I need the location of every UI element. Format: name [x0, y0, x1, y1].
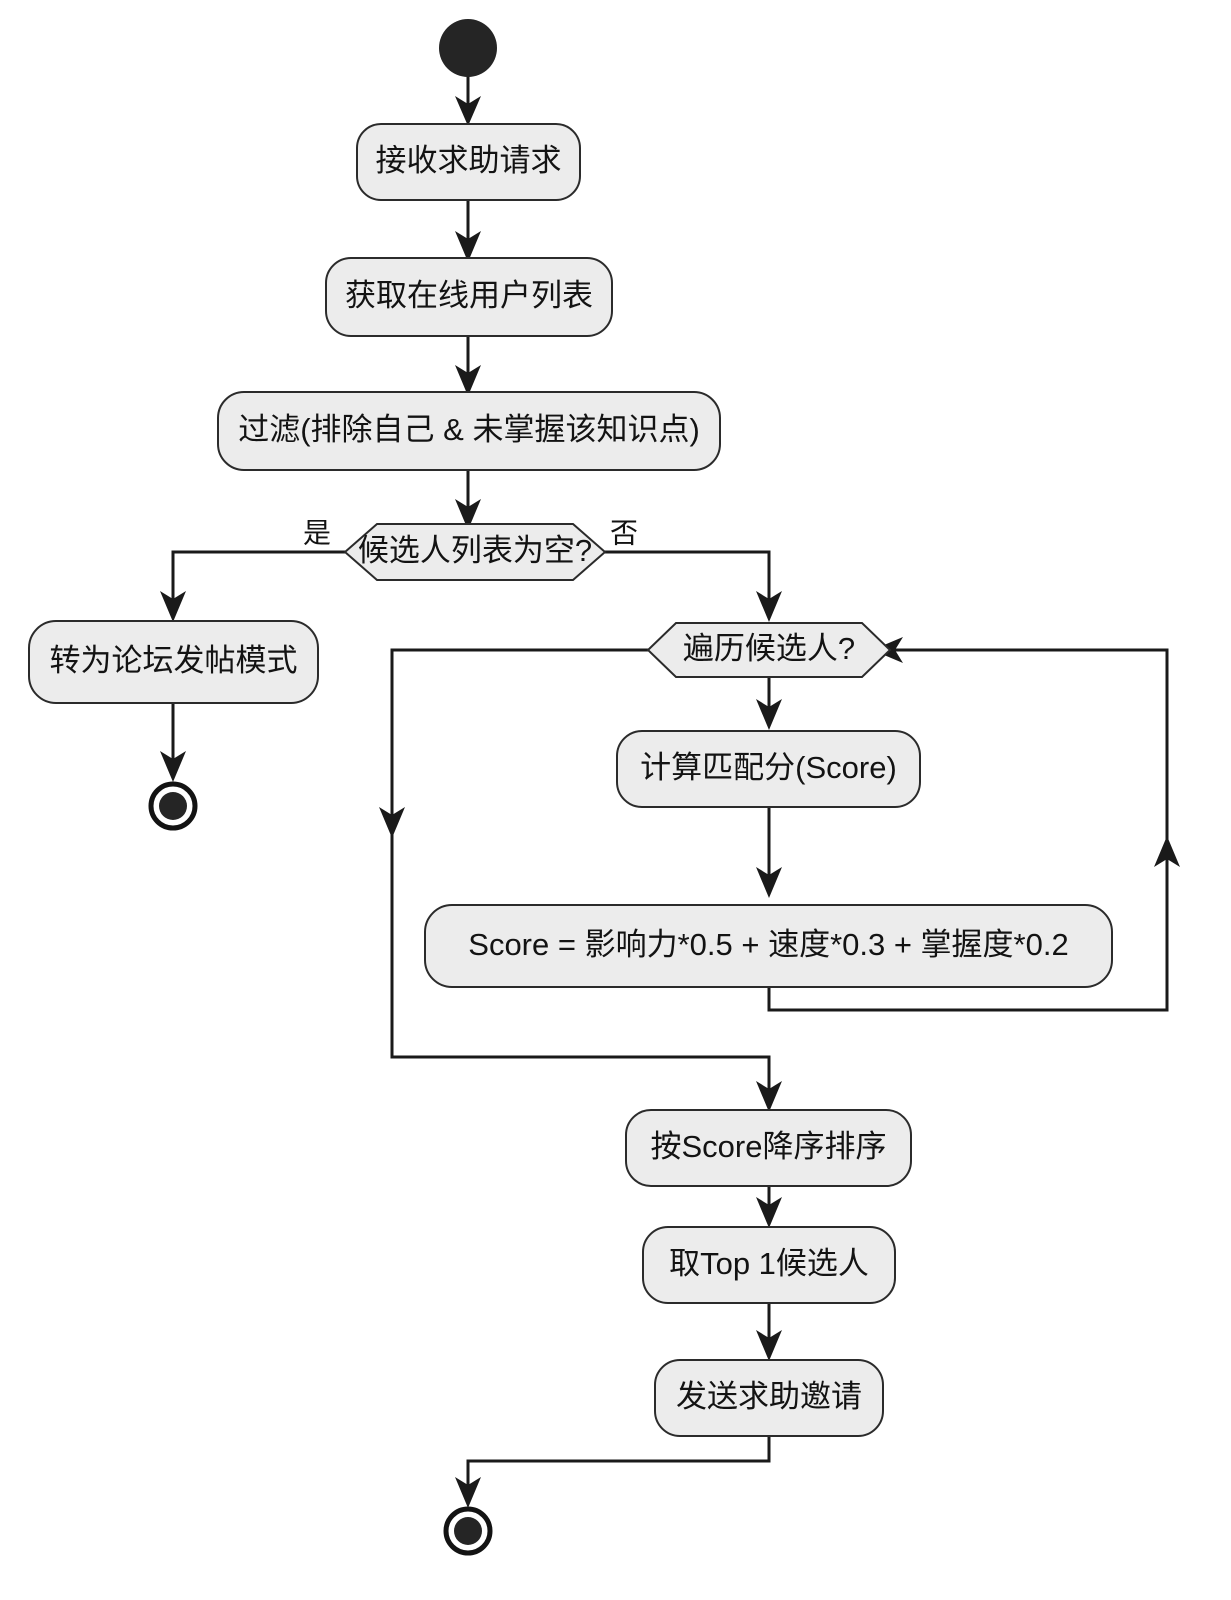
node-filter[interactable]: 过滤(排除自己 & 未掌握该知识点): [217, 391, 721, 471]
node-get-online-users-label: 获取在线用户列表: [345, 278, 593, 313]
node-send-invite-label: 发送求助邀请: [676, 1379, 862, 1414]
end-node-forum: [148, 781, 198, 831]
node-filter-label: 过滤(排除自己 & 未掌握该知识点): [238, 412, 700, 447]
edge-send-invite-to-end-main: [455, 1432, 771, 1508]
node-forum-mode-label: 转为论坛发帖模式: [50, 643, 298, 678]
edge-start-to-receive-request: [455, 76, 481, 126]
node-score-formula-label: Score = 影响力*0.5 + 速度*0.3 + 掌握度*0.2: [468, 927, 1068, 962]
edge-compute-score-to-score-formula: [756, 803, 782, 898]
node-forum-mode[interactable]: 转为论坛发帖模式: [28, 620, 319, 704]
start-node: [439, 19, 497, 77]
node-get-online-users[interactable]: 获取在线用户列表: [325, 257, 613, 337]
edge-forum-mode-to-end-forum: [160, 702, 186, 782]
edge-take-top1-to-send-invite: [756, 1300, 782, 1361]
node-iterate-candidates-label: 遍历候选人?: [683, 631, 855, 666]
end-node-main: [443, 1506, 493, 1556]
node-take-top1[interactable]: 取Top 1候选人: [642, 1226, 896, 1304]
edge-iterate-candidates-to-compute-score: [756, 677, 782, 730]
node-iterate-candidates-decision[interactable]: 遍历候选人?: [646, 622, 892, 678]
edge-get-online-users-to-filter: [455, 334, 481, 396]
edge-receive-request-to-get-online-users: [455, 198, 481, 262]
node-sort-desc-label: 按Score降序排序: [651, 1129, 887, 1164]
edge-candidate-empty-no-to-iterate-candidates: [605, 550, 782, 622]
edge-label-yes: 是: [303, 517, 331, 548]
node-candidate-empty-decision[interactable]: 候选人列表为空?: [343, 523, 607, 581]
edge-filter-to-candidate-empty: [455, 468, 481, 530]
edge-iterate-candidates-exit-to-sort-desc: [379, 648, 782, 1112]
node-send-invite[interactable]: 发送求助邀请: [654, 1359, 884, 1437]
node-sort-desc[interactable]: 按Score降序排序: [625, 1109, 912, 1187]
node-candidate-empty-label: 候选人列表为空?: [358, 533, 592, 568]
node-take-top1-label: 取Top 1候选人: [669, 1246, 869, 1281]
node-receive-request[interactable]: 接收求助请求: [356, 123, 581, 201]
edge-label-no: 否: [610, 517, 638, 548]
node-compute-score[interactable]: 计算匹配分(Score): [616, 730, 921, 808]
edge-candidate-empty-yes-to-forum-mode: [160, 550, 345, 622]
node-score-formula[interactable]: Score = 影响力*0.5 + 速度*0.3 + 掌握度*0.2: [424, 904, 1113, 988]
node-receive-request-label: 接收求助请求: [376, 143, 562, 178]
node-compute-score-label: 计算匹配分(Score): [640, 750, 897, 785]
